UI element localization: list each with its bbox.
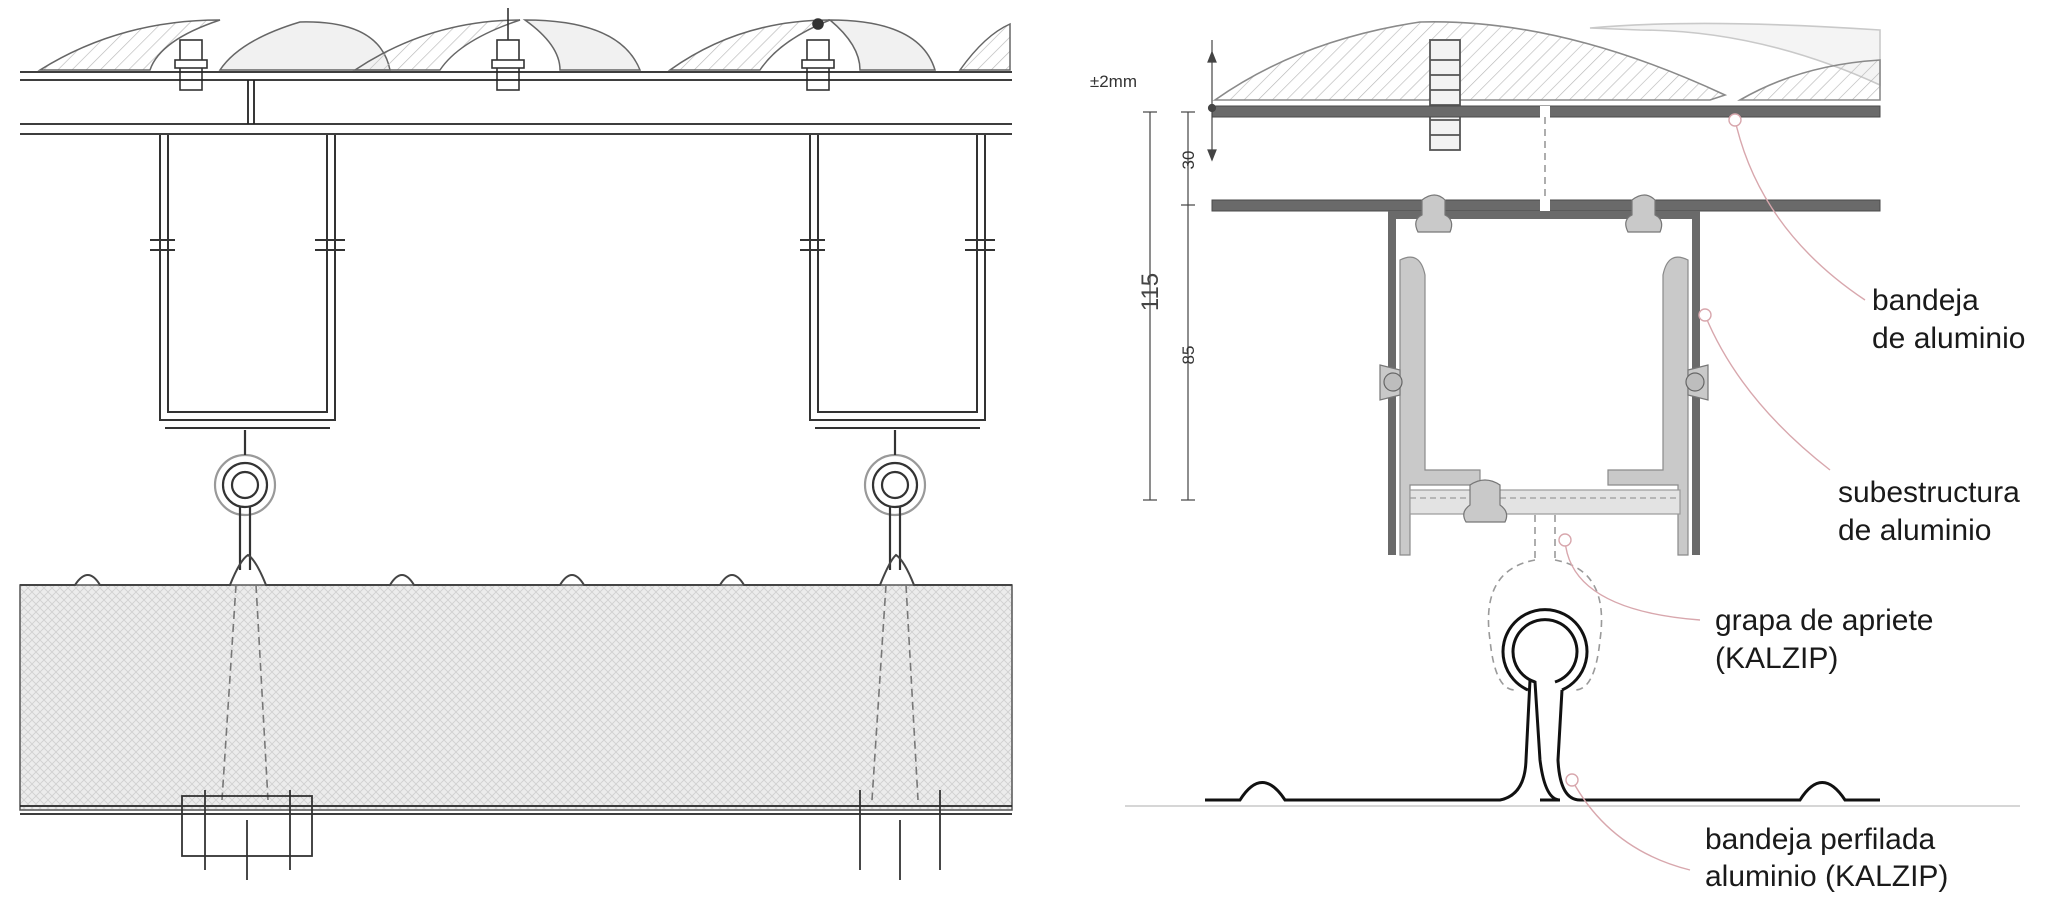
left-profiled-sheet xyxy=(20,553,1012,586)
label-grapa-line1: grapa de apriete xyxy=(1715,604,1934,637)
right-dimension-lines xyxy=(1143,40,1217,501)
left-top-domes xyxy=(37,19,1011,71)
dimension-gap: 30 xyxy=(1179,151,1198,170)
left-top-plates xyxy=(20,71,1012,135)
label-bandeja-aluminio: bandeja de aluminio xyxy=(1872,284,2025,355)
label-perfilada-line1: bandeja perfilada xyxy=(1705,823,1936,856)
label-subestructura-line2: de aluminio xyxy=(1838,514,1991,547)
right-top-dome xyxy=(1212,21,1881,101)
label-subestructura: subestructura de aluminio xyxy=(1838,476,2020,547)
left-insulation xyxy=(19,584,1013,811)
label-bandeja-line1: bandeja xyxy=(1872,284,1979,317)
label-bandeja-line2: de aluminio xyxy=(1872,322,2025,355)
left-screw-lines xyxy=(221,584,919,801)
label-grapa-apriete: grapa de apriete (KALZIP) xyxy=(1715,604,1934,675)
label-grapa-line2: (KALZIP) xyxy=(1715,642,1838,675)
left-bottom-anchors xyxy=(181,790,941,880)
left-u-channels xyxy=(150,135,995,429)
left-dome-fasteners xyxy=(174,8,835,91)
right-profiled-sheet xyxy=(1205,677,1561,802)
dimension-tolerance: ±2mm xyxy=(1090,72,1137,91)
label-perfilada-line2: aluminio (KALZIP) xyxy=(1705,860,1948,893)
label-subestructura-line1: subestructura xyxy=(1838,476,2020,509)
label-leaders xyxy=(1558,113,1866,871)
left-section-drawing xyxy=(19,8,1013,880)
right-profiled-sheet-right xyxy=(1556,689,1880,802)
left-bottom-plate xyxy=(20,805,1012,815)
dimension-height: 85 xyxy=(1179,346,1198,365)
right-top-screw xyxy=(1429,39,1461,151)
label-bandeja-perfilada: bandeja perfilada aluminio (KALZIP) xyxy=(1705,823,1948,893)
right-clamp-ring xyxy=(1501,608,1589,692)
right-substructure xyxy=(1379,194,1709,556)
left-clamp-rings xyxy=(213,430,927,570)
right-clamp-dashed xyxy=(1487,515,1603,691)
dimension-total: 115 xyxy=(1137,273,1164,311)
right-section-drawing xyxy=(1125,21,2020,807)
